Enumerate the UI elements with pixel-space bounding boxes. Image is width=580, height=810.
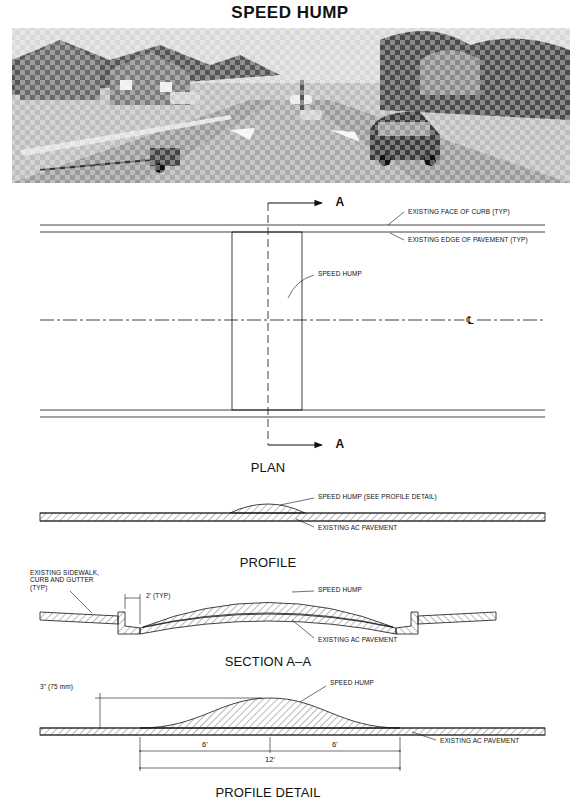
dimension-label: 2' (TYP) bbox=[146, 592, 170, 599]
leader-note: EXISTING FACE OF CURB (TYP) bbox=[408, 208, 510, 215]
plan-view bbox=[40, 203, 545, 445]
section-mark: A bbox=[336, 438, 345, 452]
profile-detail-view bbox=[40, 686, 545, 771]
view-title: PROFILE DETAIL bbox=[215, 786, 320, 801]
section-view bbox=[40, 591, 496, 638]
leader-note: EXISTING AC PAVEMENT bbox=[440, 737, 519, 744]
leader-note: EXISTING AC PAVEMENT bbox=[318, 636, 397, 643]
view-title: SECTION A–A bbox=[225, 655, 311, 670]
dimension-label: 3" (75 mm) bbox=[40, 683, 73, 690]
leader-note: SPEED HUMP (SEE PROFILE DETAIL) bbox=[318, 493, 437, 500]
leader-note: EXISTING SIDEWALK, CURB AND GUTTER (TYP) bbox=[30, 569, 112, 591]
centerline-symbol: ℄ bbox=[464, 314, 475, 327]
dimension-label: 12' bbox=[263, 756, 277, 765]
view-title: PLAN bbox=[251, 461, 285, 476]
section-mark: A bbox=[336, 196, 345, 210]
leader-note: SPEED HUMP bbox=[318, 586, 362, 593]
page-title: SPEED HUMP bbox=[231, 3, 348, 23]
leader-note: SPEED HUMP bbox=[330, 679, 374, 686]
dimension-label: 6' bbox=[332, 741, 338, 750]
street-photo bbox=[12, 28, 570, 183]
leader-note: EXISTING EDGE OF PAVEMENT (TYP) bbox=[408, 236, 528, 243]
view-title: PROFILE bbox=[240, 556, 296, 571]
leader-note: EXISTING AC PAVEMENT bbox=[318, 524, 397, 531]
leader-note: SPEED HUMP bbox=[318, 270, 362, 277]
profile-view bbox=[40, 498, 545, 527]
dimension-label: 6' bbox=[202, 741, 208, 750]
